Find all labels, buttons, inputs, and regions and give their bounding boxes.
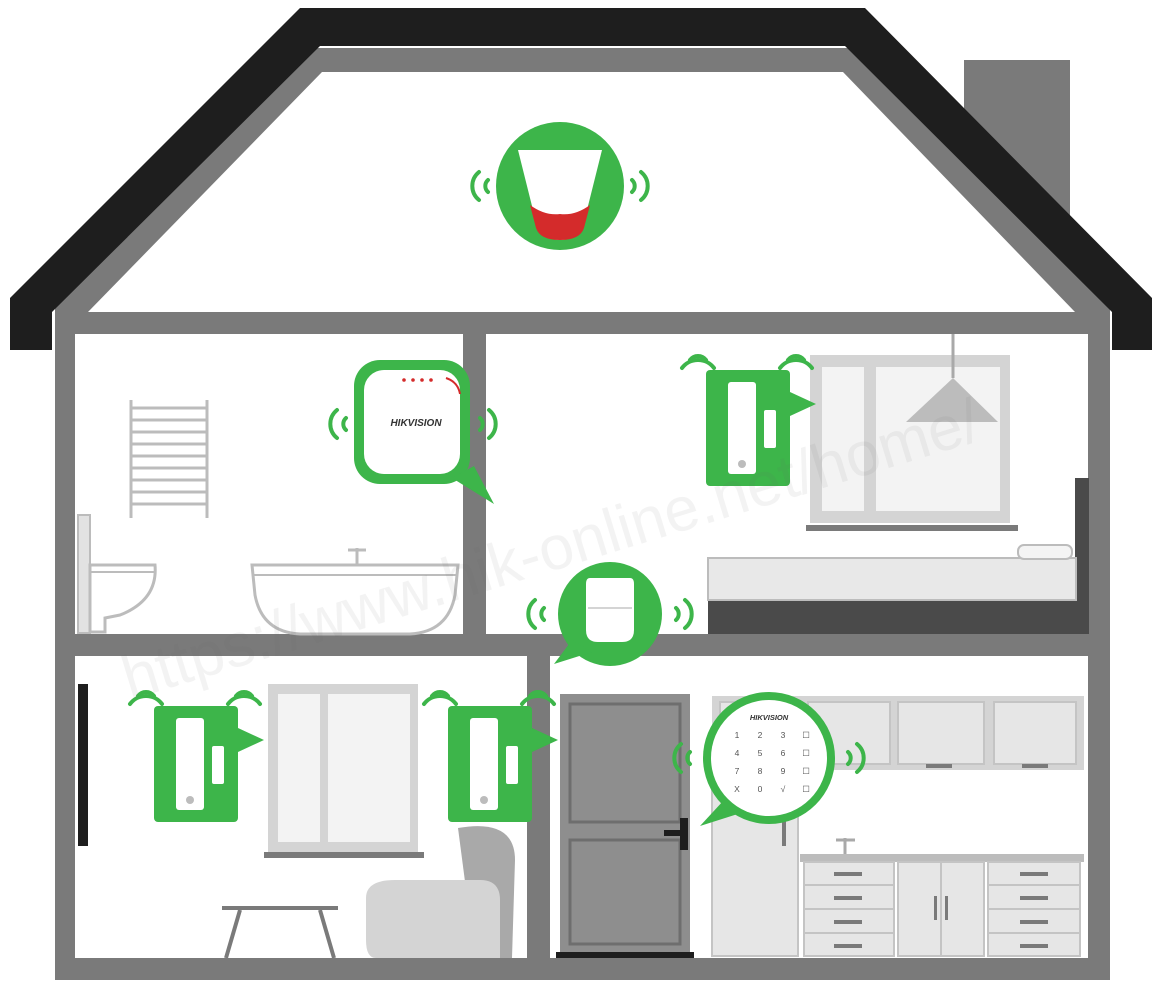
keypad-icon[interactable]: HIKVISION 1 2 3 ☐ 4 5 6 ☐ 7 8 9 ☐ X 0 √ ☐ [672,692,866,826]
bedroom-window-contact-icon[interactable] [680,354,816,486]
keypad-key[interactable]: 3 [781,730,786,740]
hub-brand-label: HIKVISION [390,418,442,429]
control-panel-hub-icon[interactable]: HIKVISION [328,360,498,504]
living-room-window [264,684,424,858]
keypad-key[interactable]: ☐ [802,766,810,776]
motion-detector-icon[interactable] [526,562,694,666]
front-door-contact-icon[interactable] [422,690,558,822]
kitchen-counter [800,838,1084,957]
keypad-key[interactable]: 2 [758,730,763,740]
keypad-key[interactable]: 4 [735,748,740,758]
bathtub [250,548,460,636]
keypad-keys: 1 2 3 ☐ 4 5 6 ☐ 7 8 9 ☐ X 0 √ ☐ [734,730,810,794]
keypad-key[interactable]: 7 [735,766,740,776]
living-room-window-contact-icon[interactable] [128,690,264,822]
keypad-key[interactable]: 0 [758,784,763,794]
keypad-key[interactable]: ☐ [802,748,810,758]
keypad-key[interactable]: 5 [758,748,763,758]
toilet [77,514,157,634]
pendant-lamp [906,334,998,422]
keypad-key[interactable]: 6 [781,748,786,758]
keypad-key[interactable]: √ [781,784,786,794]
keypad-key[interactable]: X [734,784,740,794]
keypad-key[interactable]: 8 [758,766,763,776]
keypad-key[interactable]: 9 [781,766,786,776]
bedroom-window [806,355,1018,531]
side-table [222,906,338,959]
keypad-key[interactable]: ☐ [802,784,810,794]
keypad-brand-label: HIKVISION [750,713,789,722]
keypad-key[interactable]: 1 [735,730,740,740]
outdoor-siren-icon[interactable] [470,122,650,250]
keypad-key[interactable]: ☐ [802,730,810,740]
living-room-door-edge [78,684,88,846]
armchair [366,826,515,958]
front-door [556,694,694,958]
towel-radiator [129,400,209,518]
bed [707,478,1089,634]
